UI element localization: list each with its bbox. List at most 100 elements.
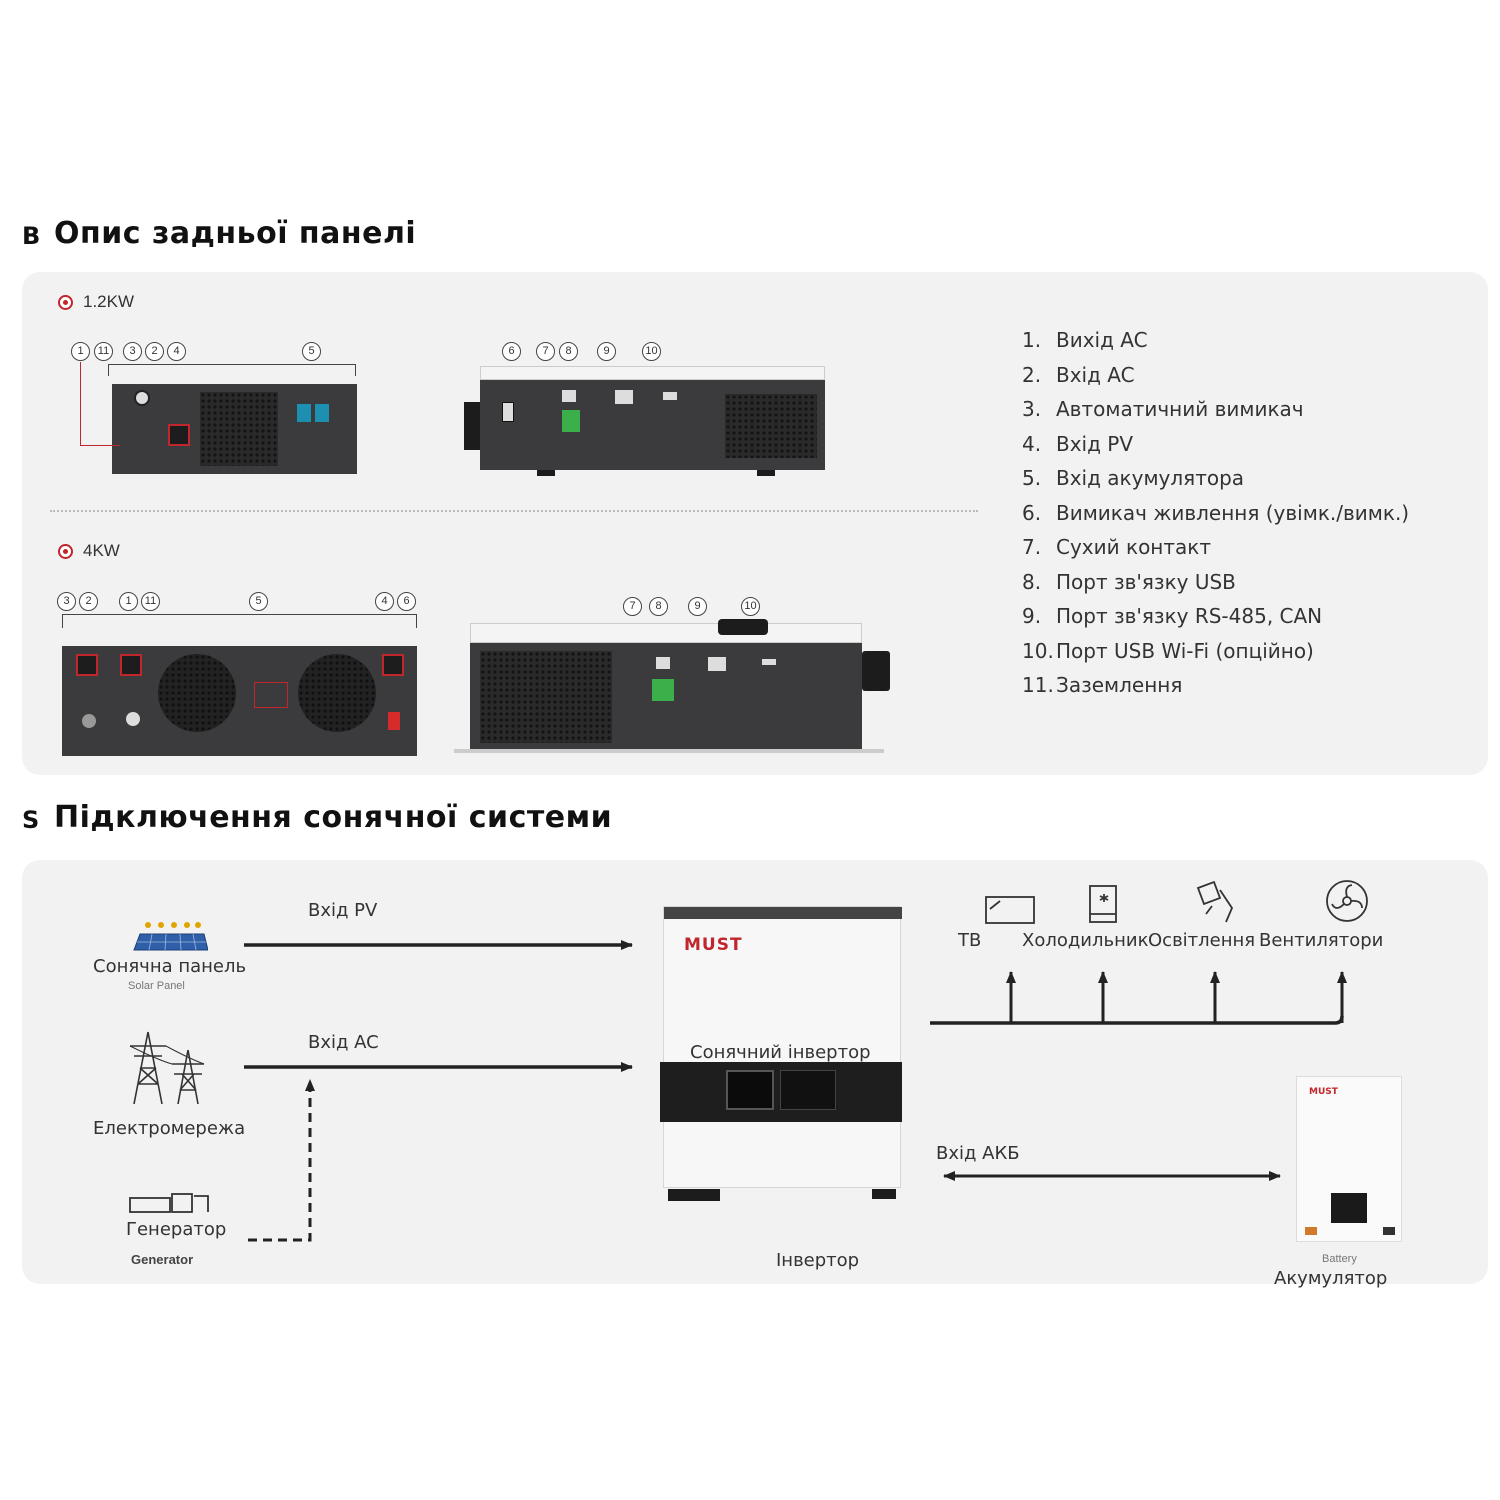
bracket-line — [62, 614, 417, 628]
dry-contact-icon — [652, 679, 674, 701]
load-label-lamp: Освітлення — [1148, 930, 1256, 951]
battery-terminal-icon — [254, 682, 288, 708]
callout-7: 7 — [536, 342, 555, 361]
side-bracket — [464, 402, 480, 450]
model-label-1-2kw: 1.2KW — [58, 292, 134, 312]
ac-terminal-icon — [120, 654, 142, 676]
inverter-top-strip — [664, 907, 902, 919]
section-b-letter: B — [22, 222, 41, 250]
button-panel — [780, 1070, 836, 1110]
breaker-knob-icon — [126, 712, 140, 726]
usb-port-icon — [656, 657, 670, 669]
foot — [757, 470, 775, 476]
callout-4: 4 — [167, 342, 186, 361]
generator-icon — [128, 1190, 210, 1214]
solar-panel-label: Сонячна панель — [93, 956, 247, 977]
rear-housing — [112, 384, 357, 474]
section-s-letter: S — [22, 806, 40, 834]
side-housing — [480, 380, 825, 470]
generator-sublabel: Generator — [131, 1252, 194, 1267]
legend-item: 6.Вимикач живлення (увімк./вимк.) — [1022, 500, 1410, 525]
pv-input-label: Вхід PV — [308, 900, 378, 921]
model-name: 1.2KW — [83, 292, 135, 311]
legend-item: 3.Автоматичний вимикач — [1022, 397, 1304, 421]
power-tower-icon — [128, 1030, 214, 1106]
callout-2: 2 — [145, 342, 164, 361]
top-cover — [480, 366, 825, 380]
callout-4: 4 — [375, 592, 394, 611]
battery-label: Акумулятор — [1274, 1268, 1388, 1289]
ac-input-label: Вхід AC — [308, 1032, 379, 1053]
device-1-2kw-rear: 1 11 3 2 4 5 — [60, 338, 370, 478]
solar-panel-icon — [132, 920, 209, 954]
callout-1: 1 — [119, 592, 138, 611]
lcd-screen — [726, 1070, 774, 1110]
callout-6: 6 — [502, 342, 521, 361]
legend-item: 11.Заземлення — [1022, 673, 1183, 697]
callout-6: 6 — [397, 592, 416, 611]
leader-line — [80, 362, 120, 446]
pv-terminal-icon — [382, 654, 404, 676]
callout-5: 5 — [249, 592, 268, 611]
callout-10: 10 — [741, 597, 760, 616]
legend-item: 9.Порт зв'язку RS-485, CAN — [1022, 604, 1323, 628]
callout-9: 9 — [597, 342, 616, 361]
callout-3: 3 — [123, 342, 142, 361]
load-label-fan: Вентилятори — [1259, 930, 1384, 951]
legend-item: 10.Порт USB Wi-Fi (опційно) — [1022, 638, 1314, 663]
load-bus-line — [930, 1015, 1344, 1025]
battery-lcd-screen — [1331, 1193, 1367, 1223]
inverter-device: MUST — [660, 906, 902, 1201]
battery-input-label: Вхід АКБ — [936, 1143, 1020, 1164]
device-1-2kw-side: 6 7 8 9 10 — [462, 338, 832, 483]
callout-2: 2 — [79, 592, 98, 611]
callout-1: 1 — [71, 342, 90, 361]
legend-item: 5.Вхід акумулятора — [1022, 466, 1245, 490]
breaker-knob-icon — [134, 390, 150, 406]
callout-10: 10 — [642, 342, 661, 361]
usb-port-icon — [562, 390, 576, 402]
model-label-4kw: 4KW — [58, 541, 120, 561]
wifi-port-icon — [663, 392, 677, 400]
model-separator — [50, 510, 978, 512]
solar-panel-sublabel: Solar Panel — [128, 980, 185, 992]
wifi-port-icon — [762, 659, 776, 665]
vent-grille — [200, 392, 278, 466]
callout-11: 11 — [141, 592, 160, 611]
load-label-tv: ТВ — [958, 930, 982, 951]
callout-9: 9 — [688, 597, 707, 616]
power-switch-icon — [388, 712, 400, 730]
side-bracket — [862, 651, 890, 691]
radio-marker-icon — [58, 543, 73, 559]
inverter-foot — [872, 1189, 896, 1199]
grid-label: Електромережа — [93, 1118, 246, 1139]
legend-item: 2.Вхід AC — [1022, 362, 1135, 387]
power-switch-icon — [502, 402, 514, 422]
battery-brand-logo: MUST — [1309, 1087, 1338, 1097]
battery-terminal-icon — [297, 404, 311, 422]
model-name: 4KW — [83, 541, 120, 560]
battery-sublabel: Battery — [1322, 1253, 1357, 1265]
battery-terminal-icon — [1383, 1227, 1395, 1235]
battery-terminal-icon — [315, 404, 329, 422]
foot — [537, 470, 555, 476]
vent-grille — [480, 651, 612, 743]
handle — [718, 619, 768, 635]
bracket-line — [108, 364, 356, 376]
device-4kw-rear: 3 2 1 11 5 4 6 — [52, 588, 427, 760]
inverter-front-band — [660, 1062, 902, 1122]
callout-3: 3 — [57, 592, 76, 611]
side-housing — [470, 643, 862, 749]
legend-item: 4.Вхід PV — [1022, 431, 1134, 456]
section-b-title: Опис задньої панелі — [54, 216, 417, 251]
generator-label: Генератор — [126, 1219, 227, 1240]
callout-8: 8 — [649, 597, 668, 616]
ac-terminal-icon — [76, 654, 98, 676]
vent-grille — [725, 394, 817, 458]
inverter-label: Інвертор — [776, 1250, 860, 1271]
callout-5: 5 — [302, 342, 321, 361]
component-legend: 1.Вихід AC 2.Вхід AC 3.Автоматичний вими… — [1022, 323, 1409, 703]
battery-device: MUST — [1296, 1076, 1402, 1242]
section-s-title: Підключення сонячної системи — [54, 800, 613, 835]
